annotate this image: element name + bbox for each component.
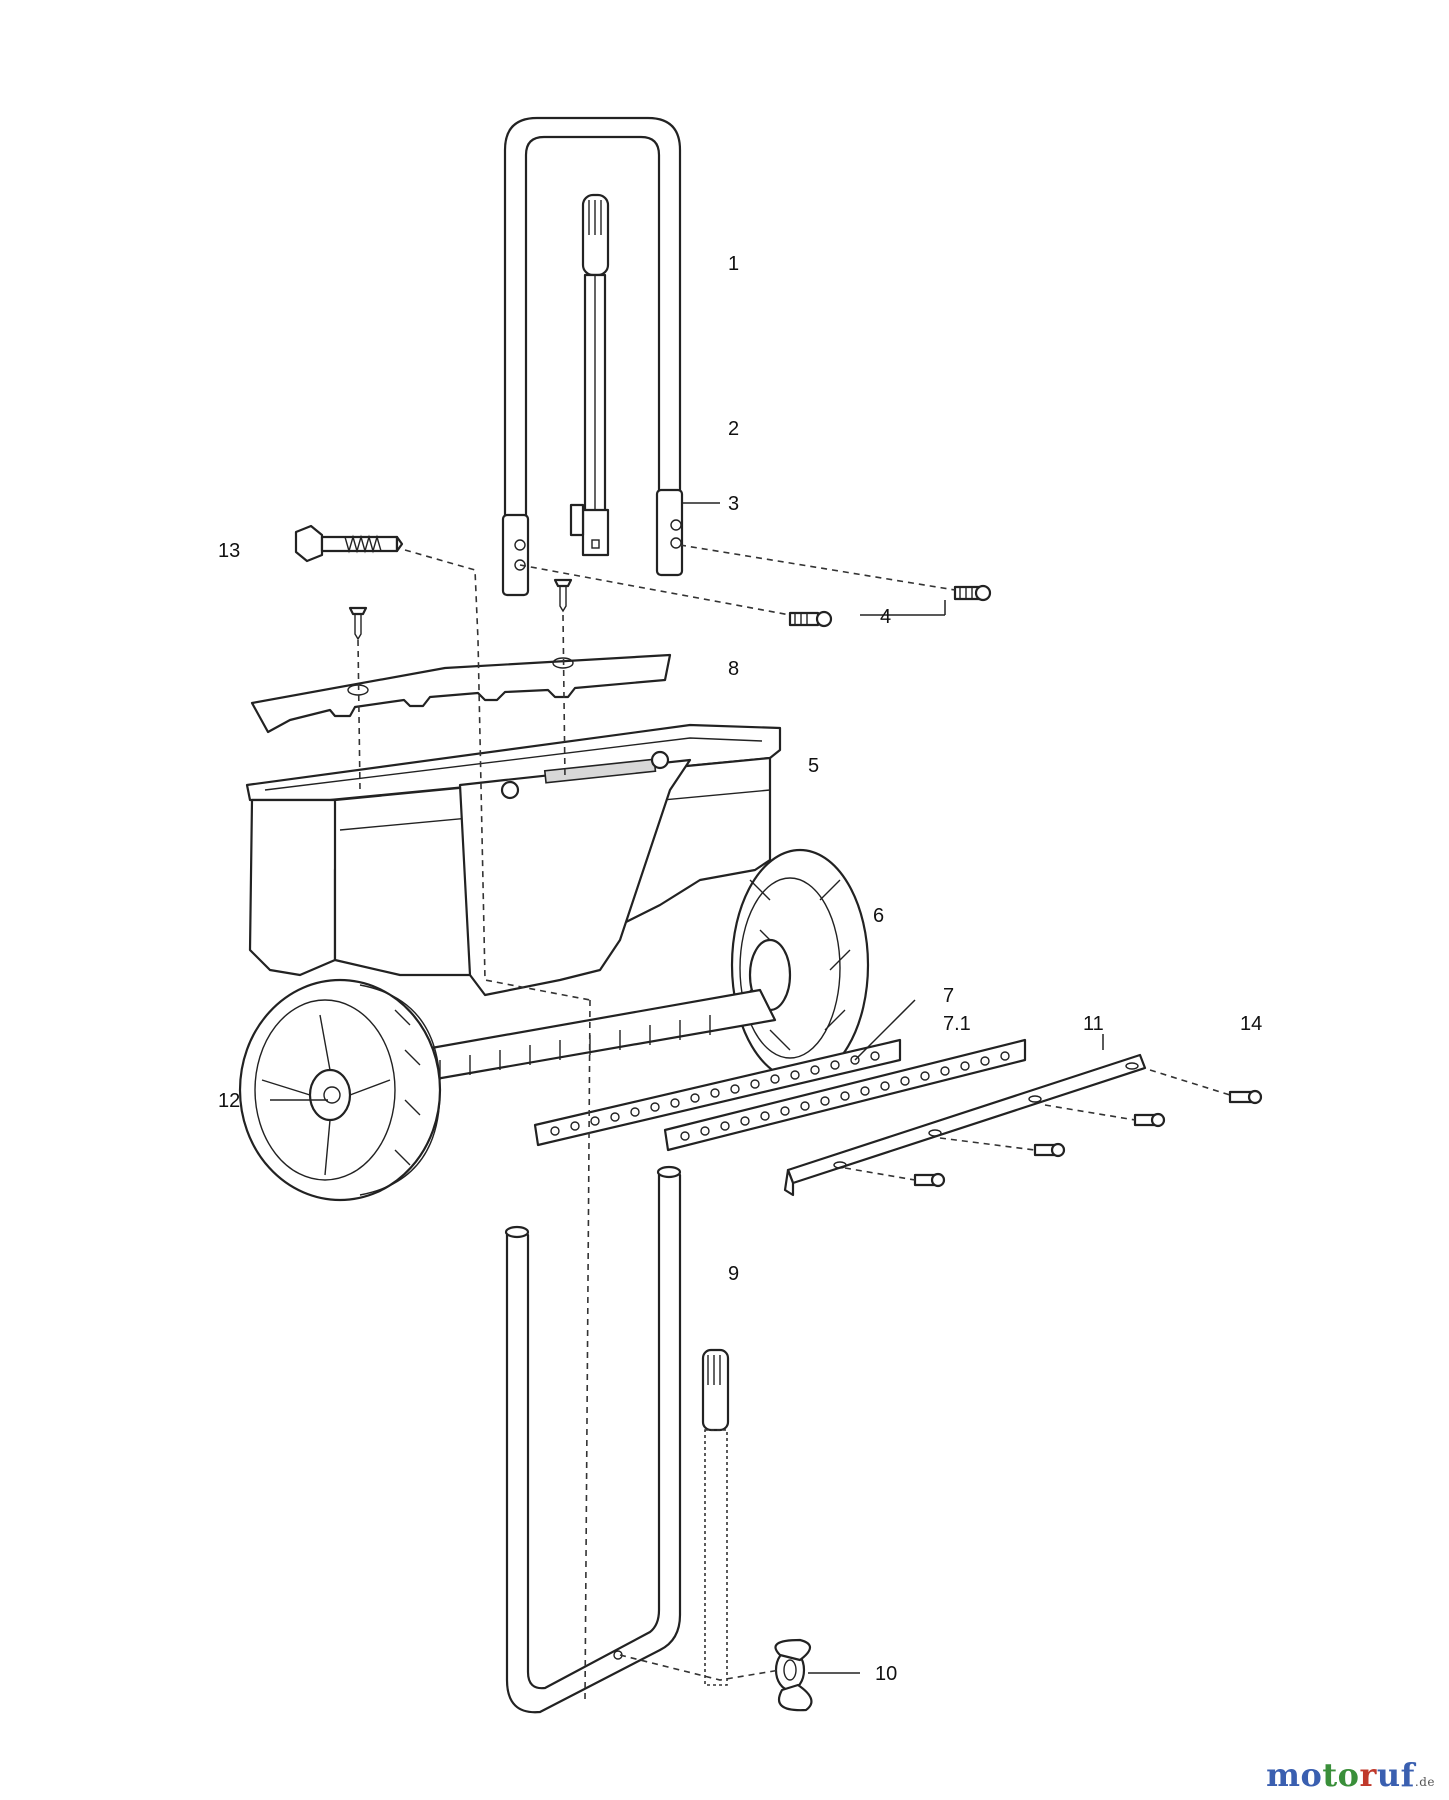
rail-screws-part [913,1089,1263,1188]
label-part-8: 8 [728,658,739,680]
left-wheel-part [238,978,442,1202]
label-part-5: 5 [808,755,819,777]
label-part-1: 1 [728,253,739,275]
angle-rail-part [783,1053,1147,1197]
label-part-9: 9 [728,1263,739,1285]
spreader-plate-7-part [533,1038,902,1147]
label-part-7-1: 7.1 [943,1013,971,1035]
handle-screws-part [788,584,992,628]
spreader-plate-7-1-part [663,1038,1027,1152]
axle-part [418,988,777,1082]
label-part-7: 7 [943,985,954,1007]
hopper-part [245,723,782,997]
label-part-2: 2 [728,418,739,440]
label-part-13: 13 [218,540,240,562]
label-part-14: 14 [1240,1013,1262,1035]
right-wheel-part [730,848,870,1082]
callout-labels: 1 2 3 4 13 8 5 6 7 7.1 11 14 12 9 10 [218,253,1262,1685]
upper-rod-part [569,193,610,557]
cover-screws [348,578,573,641]
wing-nut-part [774,1638,813,1712]
leader-lines [270,502,1104,1674]
label-part-3: 3 [728,493,739,515]
label-part-11: 11 [1083,1013,1104,1035]
label-part-10: 10 [875,1663,897,1685]
label-part-12: 12 [218,1090,240,1112]
label-part-6: 6 [873,905,884,927]
upper-handle-part [501,116,684,597]
assembly-lines [357,544,1231,1701]
lower-rod-part [701,1348,730,1686]
cover-plate-part [250,653,672,734]
bolt-spring-part [294,524,404,563]
label-part-4: 4 [880,606,891,628]
lower-frame-part [504,1165,682,1714]
motoruf-watermark-logo: motoruf.de [1266,1756,1435,1794]
